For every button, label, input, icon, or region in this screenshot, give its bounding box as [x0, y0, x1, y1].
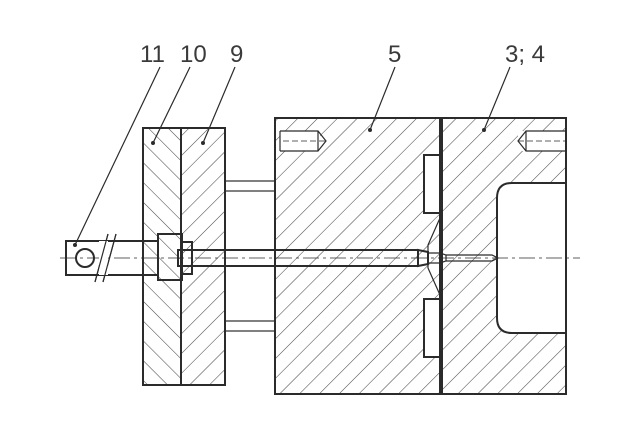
label-11: 11 — [140, 41, 165, 68]
leader-lines — [74, 66, 511, 246]
label-10: 10 — [180, 41, 207, 68]
plate-10 — [142, 127, 182, 386]
plate-5 — [274, 117, 441, 395]
plate-9 — [180, 127, 226, 386]
label-3-4: 3; 4 — [505, 41, 545, 68]
label-5: 5 — [388, 41, 401, 68]
guide-rods — [224, 180, 276, 332]
plate-3-4 — [441, 117, 567, 395]
label-9: 9 — [230, 41, 243, 68]
ejector-pin — [157, 233, 500, 281]
